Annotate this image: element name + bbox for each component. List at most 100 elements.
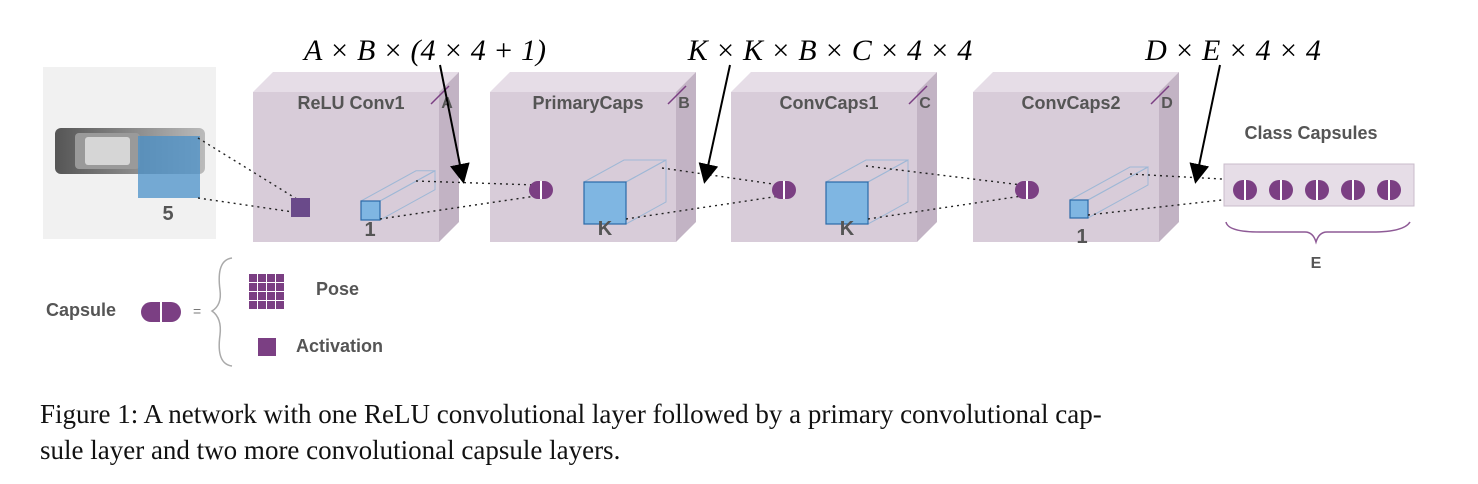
class-capsules-title: Class Capsules (1244, 123, 1377, 143)
class-capsule-row (1233, 180, 1401, 200)
caption-line-1: Figure 1: A network with one ReLU convol… (40, 399, 1102, 429)
pose-cell (249, 274, 257, 282)
activation-square-icon (258, 338, 276, 356)
layer-name: ReLU Conv1 (297, 93, 404, 113)
pose-cell (249, 301, 257, 309)
figure-caption: Figure 1: A network with one ReLU convol… (40, 396, 1440, 468)
formula-convcaps-to-class: D × E × 4 × 4 (1144, 34, 1321, 67)
pose-cell (276, 292, 284, 300)
block-front-face (253, 92, 439, 242)
dotted-input-top (197, 137, 301, 202)
class-capsule-2 (1269, 180, 1293, 200)
kernel-label: K (598, 218, 613, 240)
car-roof (85, 137, 130, 165)
block-front-face (973, 92, 1159, 242)
kernel-front-face (825, 181, 869, 225)
layer-name: PrimaryCaps (532, 93, 643, 113)
class-capsule-5 (1377, 180, 1401, 200)
class-capsules-group: Class Capsules E (1223, 123, 1415, 272)
kernel-primarycaps: K (583, 159, 667, 240)
caption-line-2: sule layer and two more convolutional ca… (40, 435, 621, 465)
layer-block-2: PrimaryCaps B (490, 72, 696, 242)
block-front-face (731, 92, 917, 242)
depth-tick (667, 85, 687, 105)
kernel-front-face (583, 181, 627, 225)
layer-block-1: ReLU Conv1A (253, 72, 459, 242)
layer-depth-label: B (678, 95, 690, 112)
kernel-front-face (1069, 199, 1089, 219)
kernel-convcaps2: 1 (1069, 166, 1149, 248)
class-capsule-1 (1233, 180, 1257, 200)
capsule-convcaps1 (772, 181, 796, 199)
pose-cell (258, 274, 266, 282)
pose-grid-icon (249, 274, 284, 309)
arrow-relu-to-primary (439, 64, 470, 184)
block-top-face (731, 72, 937, 92)
legend: Capsule = Pose Activation (46, 257, 383, 367)
pose-cell (258, 301, 266, 309)
dotted-primary-to-convcaps1-top (661, 167, 781, 186)
layer-depth-label: C (919, 95, 931, 112)
kernel-relu-conv1: 1 (360, 169, 436, 241)
legend-capsule-icon (141, 302, 181, 322)
pose-cell (276, 274, 284, 282)
dotted-convcaps1-to-convcaps2-bottom (867, 195, 1023, 220)
legend-equals: = (193, 303, 201, 319)
pose-cell (276, 301, 284, 309)
layer-name: ConvCaps1 (779, 93, 878, 113)
dotted-primary-to-convcaps1-bottom (625, 195, 781, 220)
input-image: 5 (43, 67, 216, 239)
formula-relu-to-primary: A × B × (4 × 4 + 1) (302, 34, 546, 67)
kernel-front-face (360, 200, 381, 221)
capsule-convcaps2 (1015, 181, 1039, 199)
class-capsules-brace (1225, 221, 1411, 245)
pose-cell (267, 283, 275, 291)
kernel-convcaps1: K (825, 159, 909, 240)
dotted-convcaps2-to-class-top (1129, 173, 1241, 181)
dotted-input-bottom (197, 197, 301, 214)
pose-cell (267, 274, 275, 282)
block-side-face (1159, 72, 1179, 242)
depth-tick (908, 85, 928, 105)
class-capsules-count-label: E (1311, 255, 1322, 272)
block-side-face (676, 72, 696, 242)
kernel-label: K (840, 218, 855, 240)
arrow-primary-to-convcaps (698, 64, 731, 184)
class-capsule-4 (1341, 180, 1365, 200)
formula-primary-to-convcaps: K × K × B × C × 4 × 4 (687, 34, 973, 67)
layer-name: ConvCaps2 (1021, 93, 1120, 113)
pose-cell (267, 301, 275, 309)
dotted-convcaps1-to-convcaps2-top (865, 165, 1023, 186)
block-side-face (439, 72, 459, 242)
legend-pose-label: Pose (316, 279, 359, 299)
block-top-face (253, 72, 459, 92)
layer-block-4: ConvCaps2 D (973, 72, 1179, 242)
capsule-primary (529, 181, 553, 199)
layer-blocks: ReLU Conv1A PrimaryCaps B ConvCaps1 C ConvCap… (253, 72, 1179, 242)
legend-activation-label: Activation (296, 336, 383, 356)
pose-cell (249, 283, 257, 291)
layer-depth-label: D (1161, 95, 1173, 112)
pose-cell (267, 292, 275, 300)
relu-activation-square (291, 198, 310, 217)
receptive-field-highlight (138, 136, 200, 198)
dotted-convcaps2-to-class-bottom (1087, 197, 1241, 216)
dotted-connections: 1 K K 1 (197, 137, 1241, 248)
legend-capsule-label: Capsule (46, 300, 116, 320)
dotted-relu-to-primary-bottom (379, 195, 537, 220)
pose-cell (258, 283, 266, 291)
kernel-label: 1 (364, 219, 375, 241)
block-side-face (917, 72, 937, 242)
legend-brace (210, 257, 233, 367)
dotted-relu-to-primary-top (415, 180, 537, 186)
input-kernel-label: 5 (162, 203, 173, 225)
capsule-network-diagram: A × B × (4 × 4 + 1) K × K × B × C × 4 × … (43, 34, 1415, 367)
block-front-face (490, 92, 676, 242)
class-capsule-3 (1305, 180, 1329, 200)
depth-tick (430, 85, 450, 105)
pose-cell (276, 283, 284, 291)
arrow-convcaps-to-class (1189, 64, 1221, 184)
block-top-face (490, 72, 696, 92)
pose-cell (249, 292, 257, 300)
kernel-label: 1 (1076, 226, 1087, 248)
